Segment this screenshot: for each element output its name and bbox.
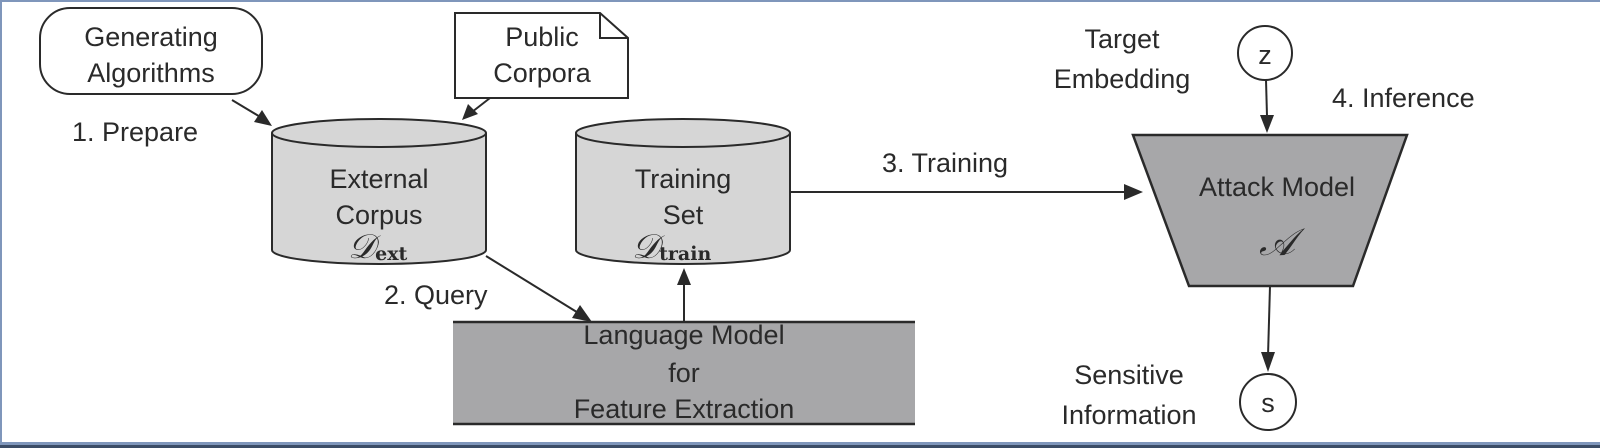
training-set-label-2: Set bbox=[663, 200, 704, 230]
arrow-public-corpora bbox=[462, 97, 491, 120]
external-corpus-node: External Corpus 𝒟ext bbox=[271, 118, 487, 267]
arrow-training bbox=[790, 184, 1143, 200]
target-embedding-symbol: z bbox=[1258, 40, 1272, 70]
step-training-label: 3. Training bbox=[882, 148, 1008, 178]
training-set-label-1: Training bbox=[635, 164, 732, 194]
language-model-label-1: Language Model bbox=[583, 320, 784, 350]
external-corpus-symbol: 𝒟ext bbox=[348, 227, 408, 267]
sensitive-information-node: s bbox=[1239, 373, 1297, 431]
generating-algorithms-label-2: Algorithms bbox=[87, 58, 215, 88]
arrow-inference bbox=[1260, 79, 1274, 133]
training-set-node: Training Set 𝒟train bbox=[575, 118, 791, 267]
step-prepare-label: 1. Prepare bbox=[72, 117, 198, 147]
generating-algorithms-label-1: Generating bbox=[84, 22, 218, 52]
public-corpora-label-2: Corpora bbox=[493, 58, 592, 88]
language-model-node: Language Model for Feature Extraction bbox=[453, 320, 915, 426]
sensitive-information-label-1: Sensitive bbox=[1074, 360, 1184, 390]
arrow-prepare bbox=[231, 99, 272, 126]
step-query-label: 2. Query bbox=[384, 280, 488, 310]
attack-model-label: Attack Model bbox=[1199, 172, 1355, 202]
generating-algorithms-node: Generating Algorithms bbox=[39, 7, 263, 95]
attack-model-node: Attack Model 𝒜 bbox=[1131, 133, 1409, 288]
external-corpus-label-1: External bbox=[329, 164, 428, 194]
external-corpus-label-2: Corpus bbox=[335, 200, 422, 230]
public-corpora-label-1: Public bbox=[505, 22, 579, 52]
sensitive-information-symbol: s bbox=[1261, 388, 1275, 418]
language-model-label-3: Feature Extraction bbox=[574, 394, 795, 424]
target-embedding-label-2: Embedding bbox=[1054, 64, 1191, 94]
sensitive-information-label-2: Information bbox=[1061, 400, 1196, 430]
training-set-symbol: 𝒟train bbox=[632, 227, 711, 267]
arrow-query bbox=[485, 255, 592, 322]
target-embedding-label-1: Target bbox=[1084, 24, 1160, 54]
language-model-label-2: for bbox=[668, 358, 700, 388]
step-inference-label: 4. Inference bbox=[1332, 83, 1475, 113]
arrow-output bbox=[1261, 285, 1275, 372]
arrow-feature-extraction bbox=[677, 268, 691, 322]
target-embedding-node: z bbox=[1237, 25, 1293, 81]
public-corpora-node: Public Corpora bbox=[454, 12, 629, 99]
